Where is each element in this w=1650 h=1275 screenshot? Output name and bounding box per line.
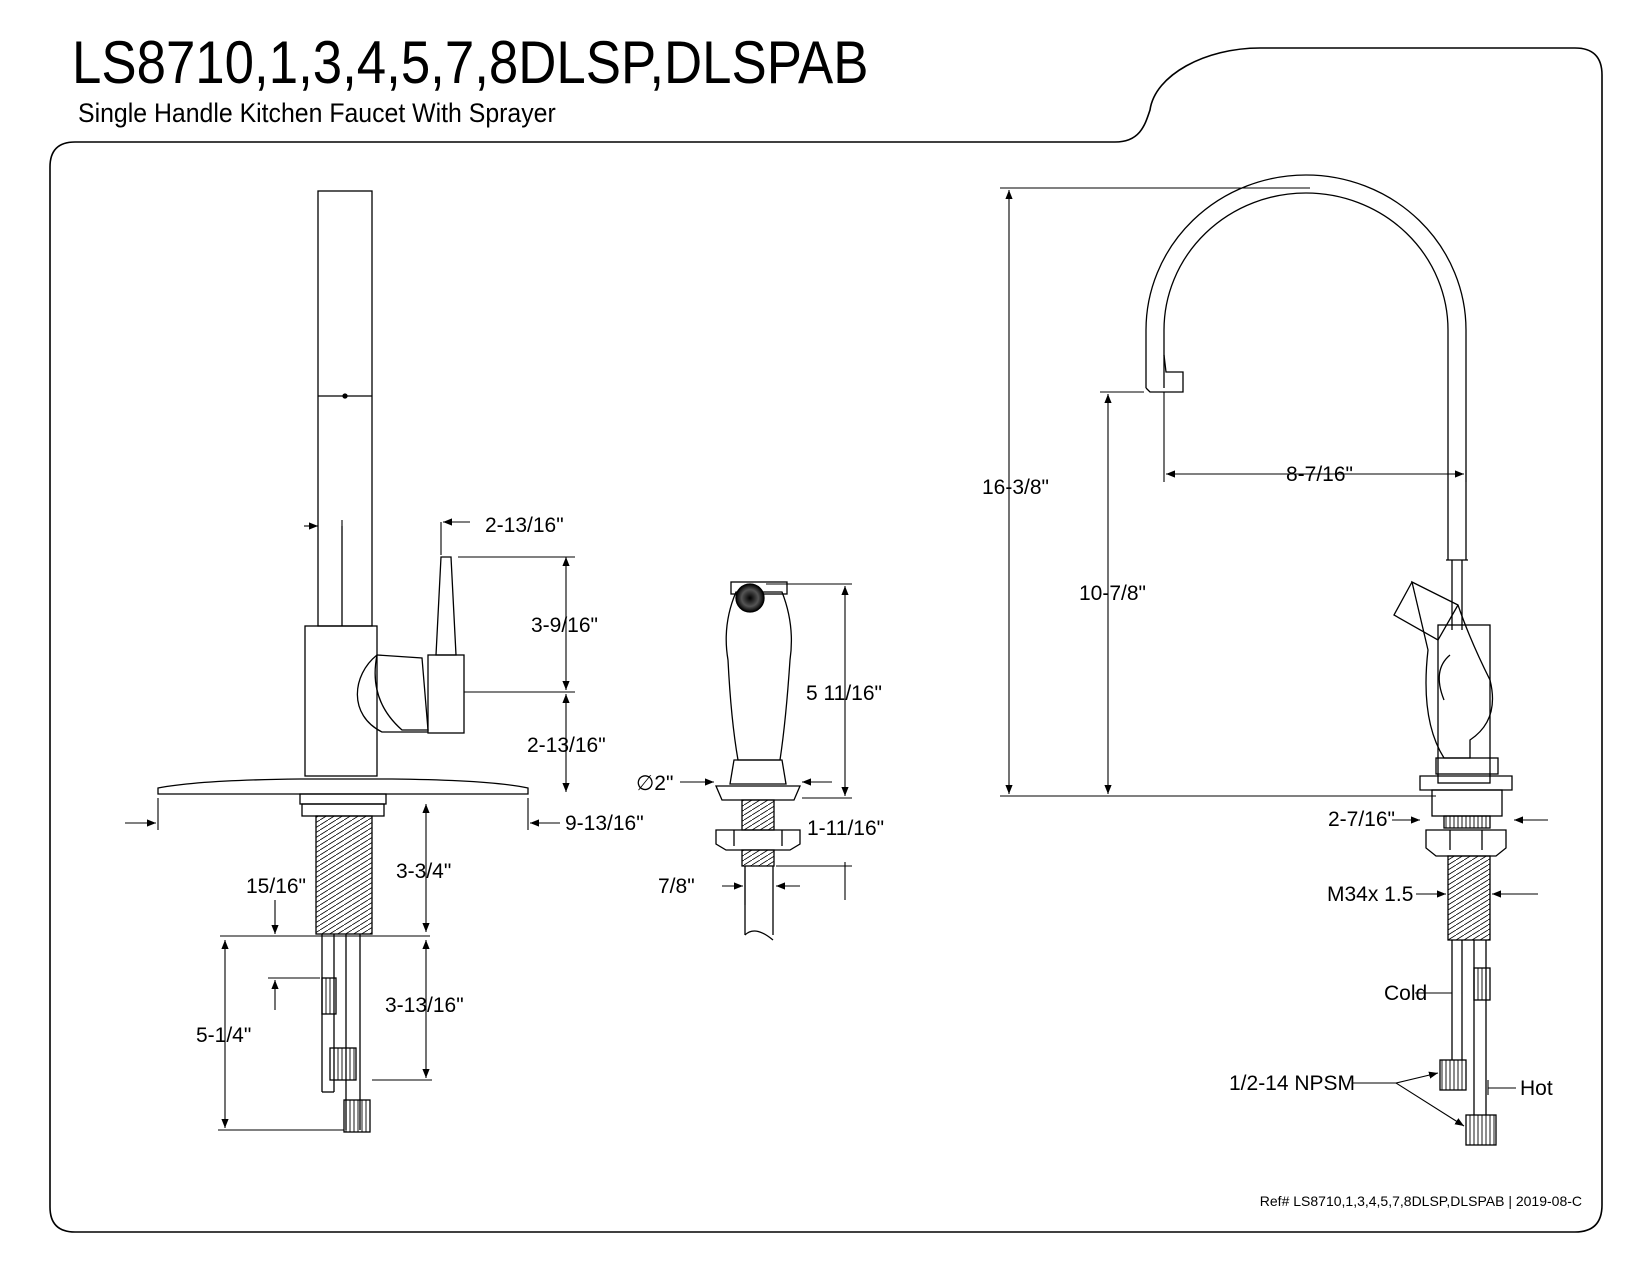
side-label-npsm: 1/2-14 NPSM: [1229, 1072, 1355, 1095]
handle-hub: [374, 654, 429, 731]
side-label-cold: Cold: [1384, 982, 1427, 1005]
dim-supply-offset: 15/16": [246, 875, 306, 898]
dim-shank-length: 3-3/4": [396, 860, 451, 883]
side-dim-base: 2-7/16": [1328, 808, 1395, 831]
sprayer-view: [715, 581, 801, 941]
reference-footer: Ref# LS8710,1,3,4,5,7,8DLSP,DLSPAB | 201…: [1260, 1193, 1582, 1209]
sprayer-body: [725, 591, 792, 761]
side-dim-spout-height: 10-7/8": [1079, 582, 1146, 605]
handle-cap: [427, 654, 465, 734]
sprayer-dim-hole: 7/8": [658, 875, 695, 898]
product-subtitle: Single Handle Kitchen Faucet With Spraye…: [78, 98, 556, 128]
dim-hose-length: 3-13/16": [385, 994, 464, 1017]
gooseneck-spout: [1145, 174, 1467, 560]
sprayer-dim-height: 5 11/16": [806, 682, 882, 705]
side-shank: [1447, 855, 1491, 941]
dim-body-height: 2-13/16": [527, 734, 606, 757]
sheet-border: [49, 47, 1603, 1233]
model-title: LS8710,1,3,4,5,7,8DLSP,DLSPAB: [72, 29, 869, 96]
sprayer-base: [715, 785, 801, 801]
threaded-shank: [315, 815, 373, 935]
side-dim-total-height: 16-3/8": [982, 476, 1049, 499]
side-sprayer: [1411, 580, 1494, 759]
faucet-body: [304, 625, 378, 777]
side-label-thread: M34x 1.5: [1327, 883, 1413, 906]
side-body: [1437, 624, 1491, 784]
spray-head: [735, 583, 765, 613]
spout-column: [317, 190, 373, 627]
side-dimensions: [1000, 187, 1548, 1127]
sprayer-dim-shank: 1-11/16": [807, 817, 884, 840]
side-view: [1145, 174, 1513, 1146]
deck-plate: [157, 778, 529, 795]
dim-handle-offset: 2-13/16": [485, 514, 564, 537]
dim-total-below: 5-1/4": [196, 1024, 251, 1047]
spout-tip: [1145, 354, 1184, 393]
side-dim-spout-reach: 8-7/16": [1286, 463, 1353, 486]
sprayer-dim-base-diameter: ∅2": [636, 772, 673, 795]
front-dimensions: [125, 518, 575, 1131]
handle-lever: [435, 556, 457, 656]
front-view: [157, 190, 529, 1133]
side-label-hot: Hot: [1520, 1077, 1553, 1100]
sprayer-dimensions: [680, 583, 852, 905]
dim-handle-height: 3-9/16": [531, 614, 598, 637]
dim-deck-plate: 9-13/16": [565, 812, 644, 835]
